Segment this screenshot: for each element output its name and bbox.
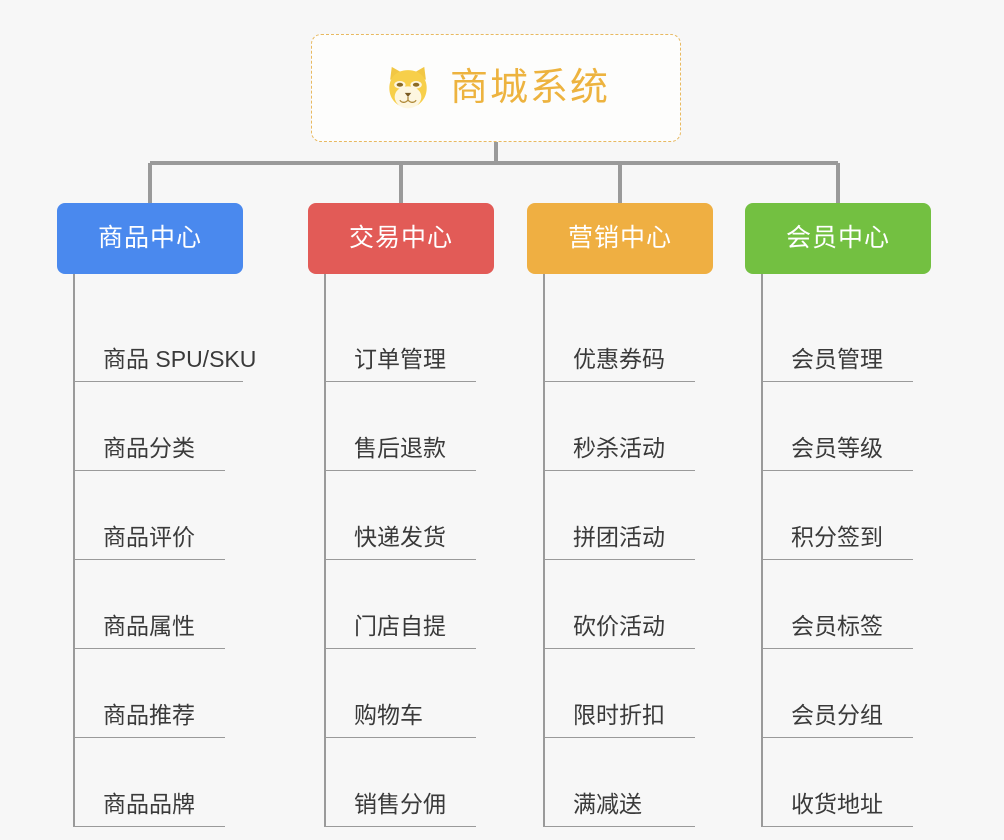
- leaf-label: 订单管理: [354, 345, 446, 372]
- category-header-2[interactable]: 营销中心: [527, 203, 713, 274]
- leaf-item[interactable]: 会员分组: [761, 649, 931, 738]
- leaf-label: 砍价活动: [573, 612, 665, 639]
- root-title: 商城系统: [449, 67, 610, 109]
- leaf-item[interactable]: 收货地址: [761, 738, 931, 827]
- leaf-item[interactable]: 销售分佣: [324, 738, 494, 827]
- leaf-label: 会员等级: [791, 434, 883, 461]
- leaf-item[interactable]: 秒杀活动: [543, 382, 713, 471]
- leaf-label: 门店自提: [354, 612, 446, 639]
- leaf-label: 快递发货: [354, 523, 446, 550]
- category-title-2: 营销中心: [567, 224, 672, 252]
- leaf-label: 商品分类: [103, 434, 195, 461]
- category-title-1: 交易中心: [348, 224, 453, 252]
- leaf-list-0: 商品 SPU/SKU 商品分类 商品评价 商品属性 商品推荐 商品品牌: [73, 274, 256, 827]
- leaf-item[interactable]: 商品分类: [73, 382, 243, 471]
- category-header-0[interactable]: 商品中心: [57, 203, 243, 274]
- leaf-label: 收货地址: [791, 790, 883, 817]
- leaf-item[interactable]: 拼团活动: [543, 471, 713, 560]
- leaf-label: 会员管理: [791, 345, 883, 372]
- leaf-item[interactable]: 商品推荐: [73, 649, 243, 738]
- leaf-item[interactable]: 商品品牌: [73, 738, 243, 827]
- category-header-3[interactable]: 会员中心: [745, 203, 931, 274]
- leaf-label: 商品 SPU/SKU: [103, 345, 257, 372]
- leaf-label: 限时折扣: [573, 701, 665, 728]
- leaf-item[interactable]: 积分签到: [761, 471, 931, 560]
- leaf-item[interactable]: 会员标签: [761, 560, 931, 649]
- leaf-label: 优惠券码: [573, 345, 665, 372]
- category-column-3: 会员中心 会员管理 会员等级 积分签到 会员标签 会员分组 收货地址: [745, 203, 931, 827]
- leaf-item[interactable]: 会员管理: [761, 293, 931, 382]
- leaf-item[interactable]: 快递发货: [324, 471, 494, 560]
- category-column-1: 交易中心 订单管理 售后退款 快递发货 门店自提 购物车 销售分佣: [308, 203, 494, 827]
- leaf-list-3: 会员管理 会员等级 积分签到 会员标签 会员分组 收货地址: [761, 274, 931, 827]
- category-column-2: 营销中心 优惠券码 秒杀活动 拼团活动 砍价活动 限时折扣 满减送: [527, 203, 713, 827]
- leaf-list-2: 优惠券码 秒杀活动 拼团活动 砍价活动 限时折扣 满减送: [543, 274, 713, 827]
- leaf-label: 售后退款: [354, 434, 446, 461]
- shiba-dog-icon: [382, 62, 434, 114]
- leaf-item[interactable]: 优惠券码: [543, 293, 713, 382]
- leaf-label: 积分签到: [791, 523, 883, 550]
- leaf-item[interactable]: 订单管理: [324, 293, 494, 382]
- leaf-label: 商品推荐: [103, 701, 195, 728]
- leaf-item[interactable]: 限时折扣: [543, 649, 713, 738]
- leaf-item[interactable]: 会员等级: [761, 382, 931, 471]
- leaf-label: 商品品牌: [103, 790, 195, 817]
- category-title-0: 商品中心: [97, 224, 202, 252]
- leaf-label: 会员分组: [791, 701, 883, 728]
- leaf-label: 商品属性: [103, 612, 195, 639]
- category-header-1[interactable]: 交易中心: [308, 203, 494, 274]
- leaf-item[interactable]: 门店自提: [324, 560, 494, 649]
- category-title-3: 会员中心: [785, 224, 890, 252]
- leaf-item[interactable]: 商品 SPU/SKU: [73, 293, 256, 382]
- leaf-label: 销售分佣: [354, 790, 446, 817]
- leaf-item[interactable]: 购物车: [324, 649, 494, 738]
- leaf-label: 秒杀活动: [573, 434, 665, 461]
- leaf-label: 购物车: [354, 701, 423, 728]
- leaf-label: 拼团活动: [573, 523, 665, 550]
- category-column-0: 商品中心 商品 SPU/SKU 商品分类 商品评价 商品属性 商品推荐 商品品牌: [57, 203, 256, 827]
- leaf-label: 会员标签: [791, 612, 883, 639]
- leaf-label: 商品评价: [103, 523, 195, 550]
- leaf-item[interactable]: 满减送: [543, 738, 713, 827]
- leaf-item[interactable]: 商品属性: [73, 560, 243, 649]
- leaf-item[interactable]: 售后退款: [324, 382, 494, 471]
- leaf-item[interactable]: 商品评价: [73, 471, 243, 560]
- leaf-list-1: 订单管理 售后退款 快递发货 门店自提 购物车 销售分佣: [324, 274, 494, 827]
- leaf-label: 满减送: [573, 790, 642, 817]
- root-node[interactable]: 商城系统: [311, 34, 681, 142]
- leaf-item[interactable]: 砍价活动: [543, 560, 713, 649]
